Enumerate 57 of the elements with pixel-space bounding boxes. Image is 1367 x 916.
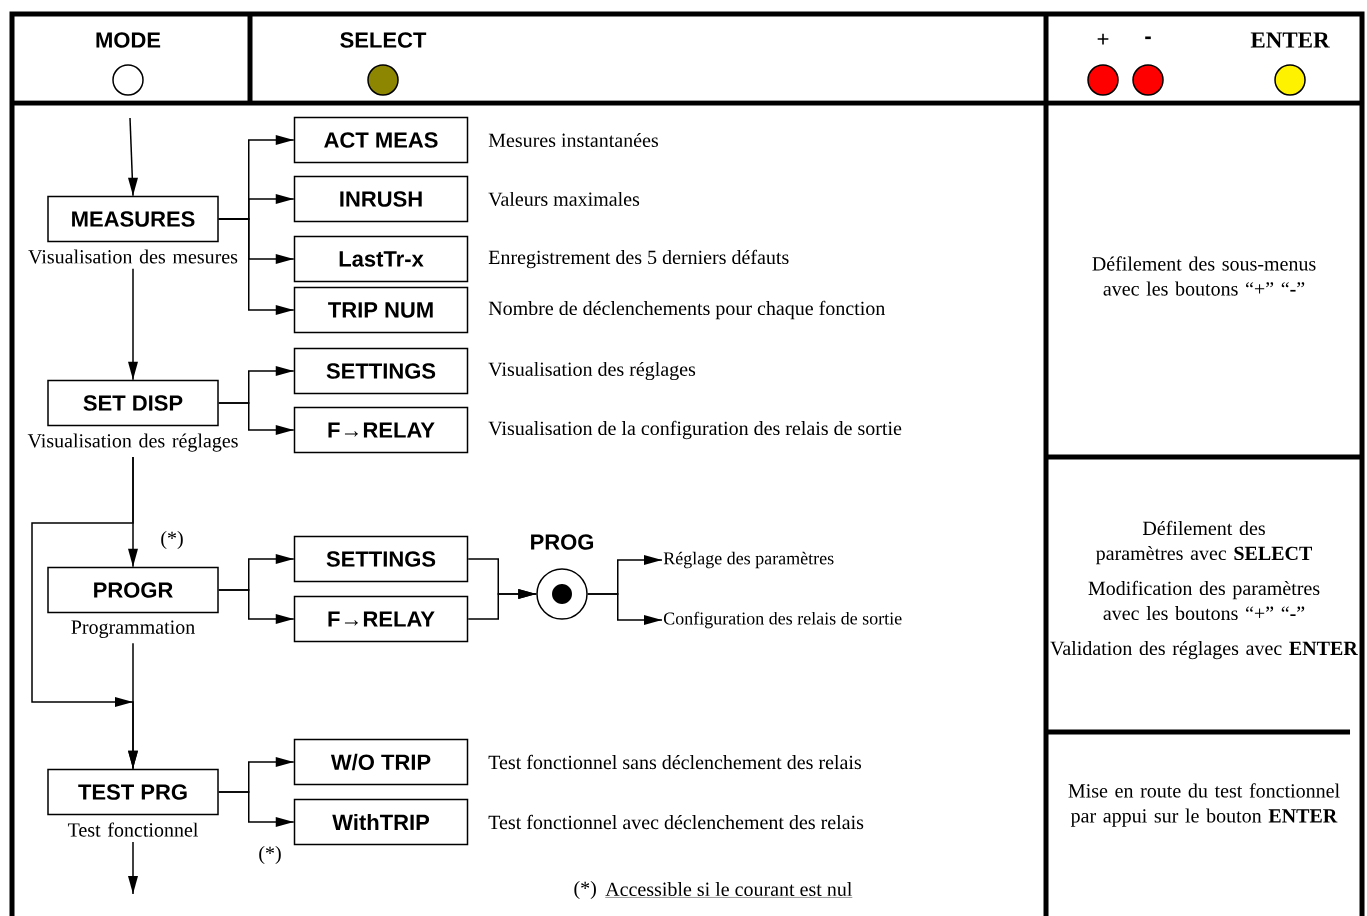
node-label: + (1097, 33, 1109, 45)
menu-box: F→RELAY (293, 406, 469, 454)
push-button: + (1087, 33, 1119, 96)
node-label: PROG (531, 534, 594, 550)
menu-box: SET DISP (47, 379, 219, 427)
arrow (128, 117, 138, 197)
caption-text: Visualisation des réglages (27, 433, 238, 452)
menu-box: W/O TRIP (293, 738, 469, 786)
arrow (218, 791, 295, 827)
description-text: Enregistrement des 5 derniers défauts (488, 249, 789, 269)
node-label: MODE (96, 32, 161, 48)
arrow (128, 642, 138, 770)
arrow (218, 402, 295, 435)
footnote-mark: (*) (574, 880, 596, 900)
caption-text: Programmation (71, 620, 195, 638)
menu-box: INRUSH (293, 175, 469, 223)
description-text: Configuration des relais de sortie (663, 611, 902, 629)
description-text: Nombre de déclenchements pour chaque fonction (488, 300, 885, 320)
menu-box: MEASURES (47, 195, 219, 243)
push-button: MODE (96, 32, 161, 96)
menu-box: PROGR (47, 566, 219, 614)
push-button: - (1132, 36, 1164, 96)
description-text: Valeurs maximales (488, 191, 640, 207)
arrow (128, 268, 138, 381)
description-text: Réglage des paramètres (663, 551, 834, 569)
footnote-mark: (*) (161, 530, 183, 550)
arrow (587, 593, 663, 625)
arrow (218, 589, 295, 624)
footnote-mark: (*) (259, 845, 281, 865)
node-label: SELECT (340, 32, 427, 48)
description-text: Test fonctionnel sans déclenchement des relais (488, 754, 861, 770)
prog-button: PROG (531, 534, 594, 620)
menu-box: LastTr-x (293, 235, 469, 283)
node-label: - (1145, 36, 1151, 40)
push-button: ENTER (1250, 32, 1330, 96)
arrow (467, 589, 537, 620)
menu-box: SETTINGS (293, 535, 469, 583)
menu-box: TRIP NUM (293, 286, 469, 334)
node-label: ENTER (1250, 32, 1330, 48)
description-text: Test fonctionnel avec déclenchement des relais (488, 814, 864, 830)
menu-box: F→RELAY (293, 595, 469, 643)
caption-text: Visualisation des mesures (28, 249, 238, 264)
menu-box: TEST PRG (47, 768, 219, 816)
instruction-text: Défilement des sous-menus avec les boutons “+” “-” (1092, 256, 1316, 296)
arrow (128, 841, 138, 895)
instruction-text: Mise en route du test fonctionnel par appui sur le bouton ENTER (1068, 783, 1340, 827)
footnote-text: Accessible si le courant est nul (605, 881, 853, 898)
caption-text: Test fonctionnel (67, 822, 198, 837)
menu-box: ACT MEAS (293, 116, 469, 164)
description-text: Visualisation des réglages (488, 361, 696, 381)
menu-box: WithTRIP (293, 798, 469, 846)
description-text: Visualisation de la configuration des relais de sortie (488, 420, 902, 440)
description-text: Mesures instantanées (488, 132, 658, 148)
instruction-text: Défilement des paramètres avec SELECT Modification des paramètres avec les boutons “+” “-” Validation des réglages avec ENTER (1050, 520, 1358, 660)
arrow (218, 218, 295, 315)
push-button: SELECT (340, 32, 427, 96)
menu-box: SETTINGS (293, 347, 469, 395)
